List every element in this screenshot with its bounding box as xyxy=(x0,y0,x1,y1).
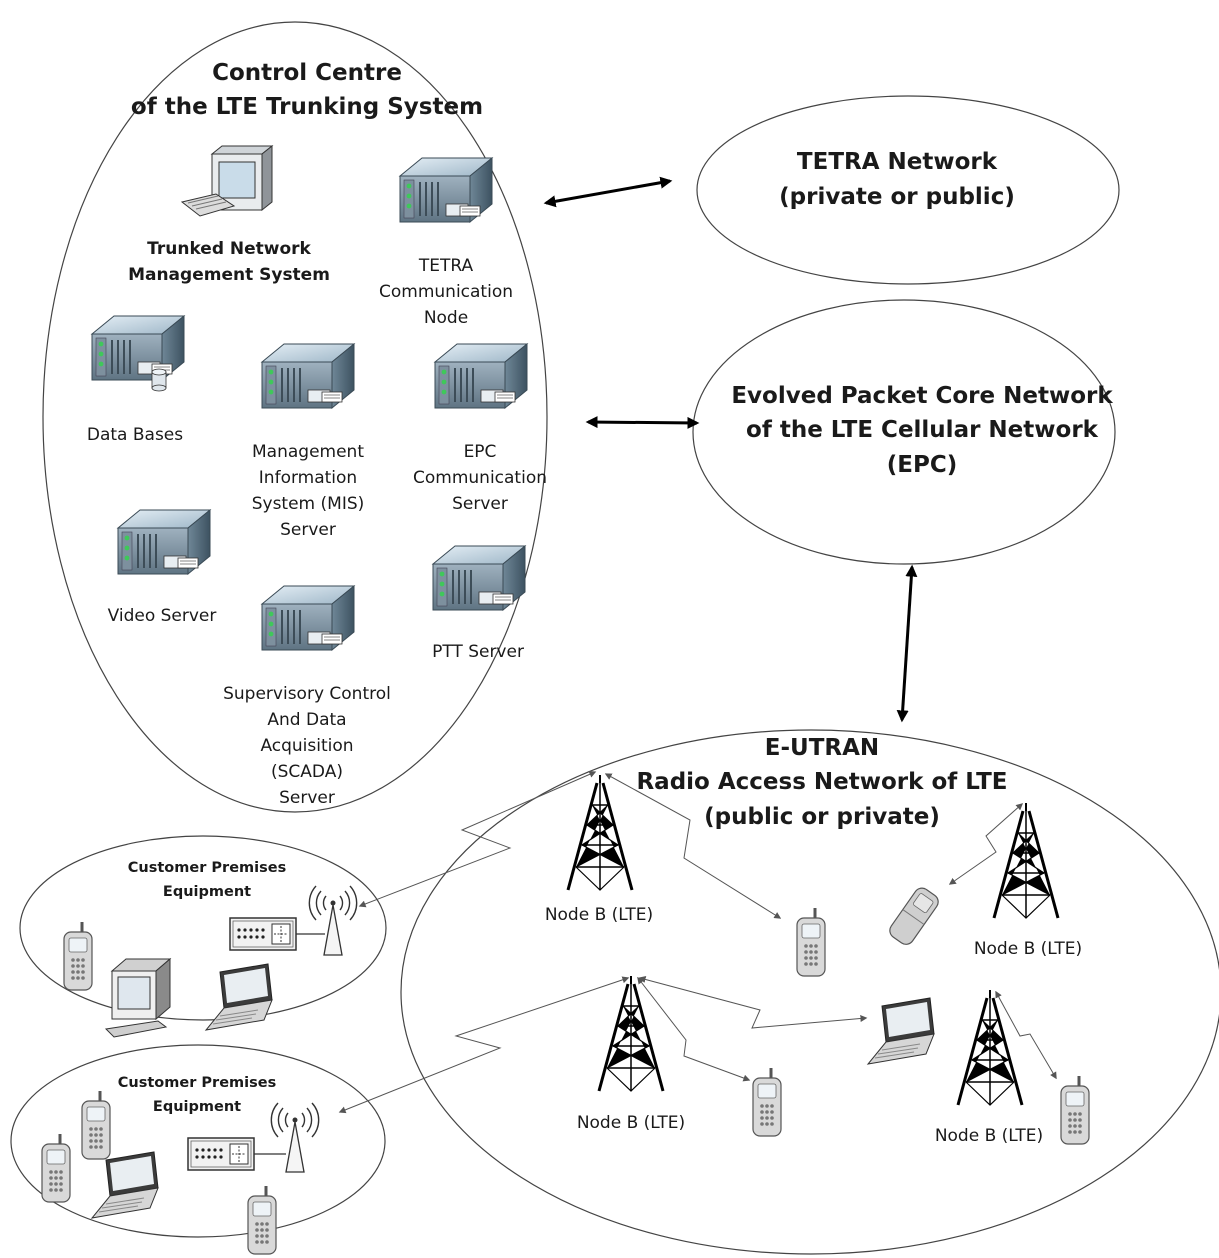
arrow-epc-eutran xyxy=(896,564,918,723)
epc-network-ellipse xyxy=(692,299,1116,565)
mobile-phone-icon xyxy=(1059,1074,1091,1146)
tower-icon xyxy=(956,988,1024,1107)
epc-comm-label-2: Communication xyxy=(413,468,547,488)
workstation-icon xyxy=(180,144,274,217)
cpe2-ellipse xyxy=(10,1044,386,1238)
laptop-icon xyxy=(205,963,273,1031)
cpe1-label-1: Customer Premises xyxy=(128,860,286,876)
cpe2-label-1: Customer Premises xyxy=(118,1075,276,1091)
scada-server-icon xyxy=(261,585,355,651)
mobile-phone-icon xyxy=(246,1184,278,1256)
router-icon xyxy=(229,917,297,951)
database-icon xyxy=(151,368,167,392)
tetra-node-server-icon xyxy=(399,157,493,223)
node-b-label-2: Node B (LTE) xyxy=(974,939,1082,959)
tower-icon xyxy=(597,974,665,1093)
eutran-label-1: E-UTRAN xyxy=(765,735,879,761)
flip-phone-icon xyxy=(889,887,939,945)
node-b-label-4: Node B (LTE) xyxy=(935,1126,1043,1146)
wireless-link xyxy=(948,803,1024,885)
mis-label-3: System (MIS) xyxy=(252,494,365,514)
mobile-phone-icon xyxy=(40,1132,72,1204)
eutran-label-3: (public or private) xyxy=(704,804,940,830)
node-b-label-1: Node B (LTE) xyxy=(545,905,653,925)
antenna-icon xyxy=(308,885,358,956)
arrow-cc-tetra xyxy=(543,176,673,208)
ptt-server-icon xyxy=(432,545,526,611)
cpe1-ellipse xyxy=(19,835,387,1021)
tetra-network-label-1: TETRA Network xyxy=(797,149,998,175)
epc-network-label-3: (EPC) xyxy=(887,452,957,478)
router-icon xyxy=(187,1137,255,1171)
mis-server-icon xyxy=(261,343,355,409)
epc-network-label-2: of the LTE Cellular Network xyxy=(746,417,1099,443)
epc-network-label-1: Evolved Packet Core Network xyxy=(731,383,1113,409)
wireless-link xyxy=(338,976,630,1114)
tower-icon xyxy=(566,773,634,892)
tetra-network-label-2: (private or public) xyxy=(779,184,1015,210)
laptop-icon xyxy=(91,1151,159,1219)
scada-label-2: And Data xyxy=(267,710,346,730)
mobile-phone-icon xyxy=(80,1089,112,1161)
ptt-server-label: PTT Server xyxy=(432,642,524,662)
wireless-link xyxy=(638,976,868,1029)
laptop-icon xyxy=(867,997,935,1065)
epc-comm-label-1: EPC xyxy=(464,442,497,462)
video-server-icon xyxy=(117,509,211,575)
cpe2-label-2: Equipment xyxy=(153,1099,241,1115)
antenna-icon xyxy=(270,1102,320,1173)
scada-label-1: Supervisory Control xyxy=(223,684,391,704)
data-bases-label: Data Bases xyxy=(87,425,183,445)
tetra-network-ellipse xyxy=(696,95,1120,285)
scada-label-5: Server xyxy=(279,788,335,808)
control-centre-title-2: of the LTE Trunking System xyxy=(131,94,483,120)
mis-label-1: Management xyxy=(252,442,364,462)
wireless-link xyxy=(995,990,1057,1080)
eutran-label-2: Radio Access Network of LTE xyxy=(636,769,1007,795)
arrow-cc-epc xyxy=(585,416,700,429)
cpe1-label-2: Equipment xyxy=(163,884,251,900)
node-b-label-3: Node B (LTE) xyxy=(577,1113,685,1133)
mobile-phone-icon xyxy=(62,920,94,992)
epc-comm-server-icon xyxy=(434,343,528,409)
tetra-node-label-3: Node xyxy=(424,308,468,328)
mobile-phone-icon xyxy=(795,906,827,978)
scada-label-3: Acquisition xyxy=(260,736,353,756)
nms-label-1: Trunked Network xyxy=(147,239,311,259)
control-centre-ellipse xyxy=(42,21,548,813)
tetra-node-label-1: TETRA xyxy=(418,256,474,276)
mis-label-4: Server xyxy=(280,520,336,540)
desktop-pc-icon xyxy=(105,958,171,1038)
control-centre-title-1: Control Centre xyxy=(212,60,402,86)
video-server-label: Video Server xyxy=(108,606,217,626)
database-server-icon xyxy=(91,315,185,381)
epc-comm-label-3: Server xyxy=(452,494,508,514)
scada-label-4: (SCADA) xyxy=(271,762,343,782)
tetra-node-label-2: Communication xyxy=(379,282,513,302)
nms-label-2: Management System xyxy=(128,265,330,285)
mis-label-2: Information xyxy=(259,468,357,488)
mobile-phone-icon xyxy=(751,1066,783,1138)
wireless-link xyxy=(358,771,597,908)
wireless-link xyxy=(604,773,782,919)
